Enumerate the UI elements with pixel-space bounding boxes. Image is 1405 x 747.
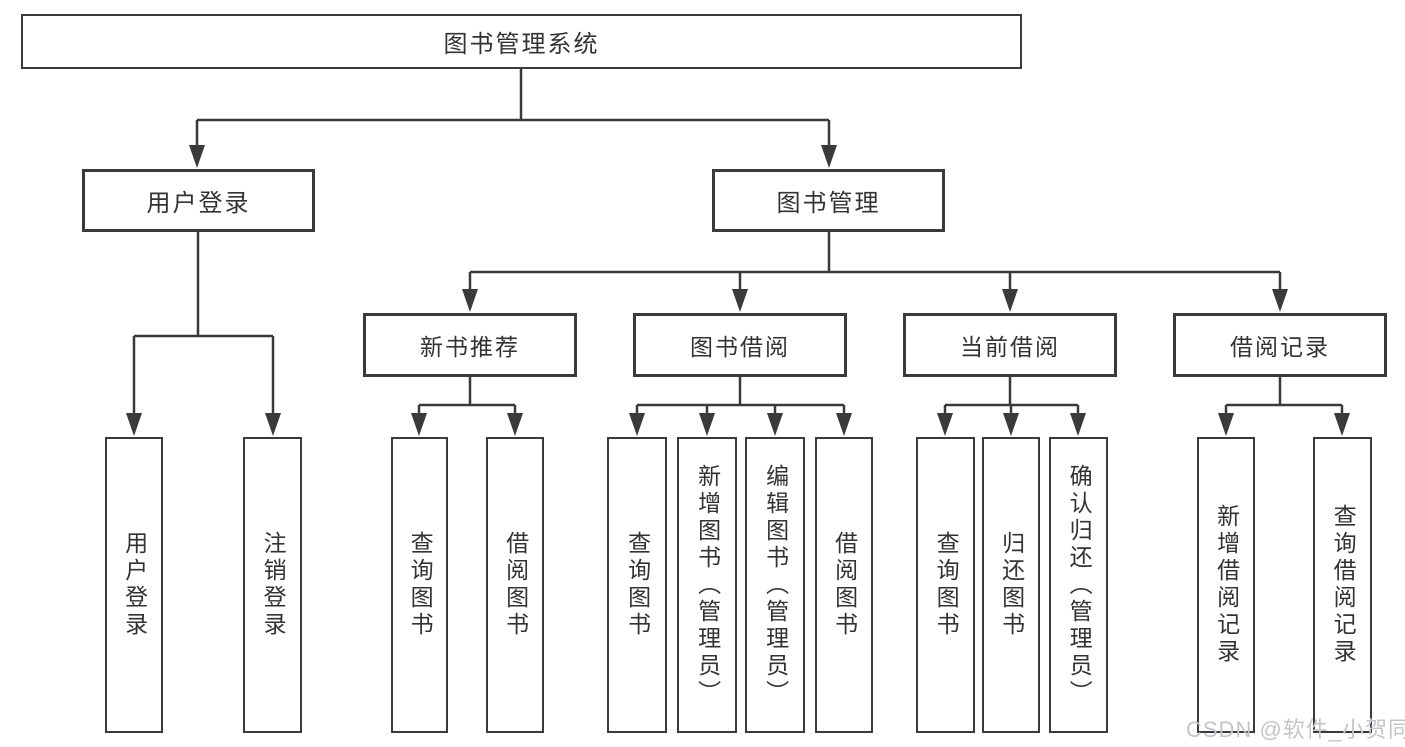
arrowhead-icons: [126, 145, 1350, 436]
node-user-login: 用户登录: [82, 169, 315, 232]
leaf-label: 用户登录: [121, 531, 148, 639]
node-leaf-logout: 注销登录: [243, 437, 302, 733]
leaf-label: 借阅图书: [502, 531, 529, 639]
node-current-borrowing: 当前借阅: [903, 313, 1117, 377]
leaf-label: 查询借阅记录: [1330, 504, 1357, 666]
node-book-management: 图书管理: [712, 169, 945, 232]
node-leaf-return-books: 归还图书: [982, 437, 1040, 733]
node-root: 图书管理系统: [21, 14, 1022, 69]
leaf-label: 注销登录: [260, 531, 287, 639]
node-book-borrowing: 图书借阅: [633, 313, 847, 377]
leaf-label: 新增借阅记录: [1213, 504, 1240, 666]
leaf-label: 新增图书（管理员）: [694, 463, 721, 707]
leaf-label: 确认归还（管理员）: [1066, 463, 1093, 707]
node-leaf-query-books-borrowing: 查询图书: [607, 437, 667, 733]
node-leaf-add-books-admin: 新增图书（管理员）: [677, 437, 737, 733]
node-leaf-query-books-recommend: 查询图书: [391, 437, 448, 733]
node-leaf-confirm-return-admin: 确认归还（管理员）: [1049, 437, 1108, 733]
node-leaf-query-borrow-record: 查询借阅记录: [1313, 437, 1372, 733]
node-leaf-borrow-books-recommend: 借阅图书: [486, 437, 544, 733]
node-leaf-edit-books-admin: 编辑图书（管理员）: [745, 437, 805, 733]
leaf-label: 查询图书: [933, 531, 960, 639]
leaf-label: 借阅图书: [831, 531, 858, 639]
leaf-label: 归还图书: [998, 531, 1025, 639]
node-leaf-query-books-current: 查询图书: [916, 437, 975, 733]
leaf-label: 编辑图书（管理员）: [762, 463, 789, 707]
node-leaf-add-borrow-record: 新增借阅记录: [1197, 437, 1255, 733]
watermark: CSDN @软件_小贺同学: [1186, 717, 1405, 742]
node-leaf-borrow-books-borrowing: 借阅图书: [815, 437, 873, 733]
node-new-book-recommend: 新书推荐: [363, 313, 577, 377]
node-leaf-user-login: 用户登录: [105, 437, 163, 733]
leaf-label: 查询图书: [407, 531, 434, 639]
leaf-label: 查询图书: [624, 531, 651, 639]
node-borrow-records: 借阅记录: [1173, 313, 1387, 377]
